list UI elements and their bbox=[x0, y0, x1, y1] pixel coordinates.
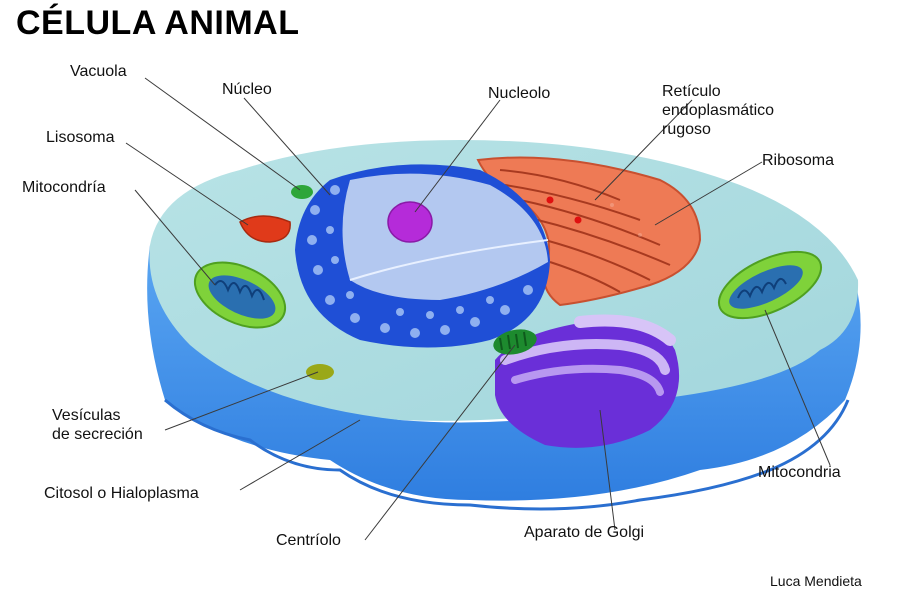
secretion-vesicle bbox=[306, 364, 334, 380]
label-vesiculas-line1: Vesículas bbox=[52, 406, 143, 425]
author-credit: Luca Mendieta bbox=[770, 572, 862, 591]
label-vesiculas: Vesículas de secreción bbox=[52, 406, 143, 444]
label-reticulo-line2: endoplasmático bbox=[662, 101, 774, 120]
label-vesiculas-line2: de secreción bbox=[52, 425, 143, 444]
label-nucleo: Núcleo bbox=[222, 80, 272, 99]
label-mitocondria-left: Mitocondría bbox=[22, 178, 106, 197]
nucleus bbox=[295, 164, 550, 347]
label-nucleolo: Nucleolo bbox=[488, 84, 550, 103]
label-mitocondria-right: Mitocondria bbox=[758, 463, 841, 482]
label-ribosoma: Ribosoma bbox=[762, 151, 834, 170]
label-golgi: Aparato de Golgi bbox=[524, 523, 644, 542]
diagram-title: CÉLULA ANIMAL bbox=[16, 4, 300, 43]
vacuole bbox=[291, 185, 313, 199]
label-vacuola: Vacuola bbox=[70, 62, 127, 81]
label-reticulo-line1: Retículo bbox=[662, 82, 774, 101]
label-citosol: Citosol o Hialoplasma bbox=[44, 484, 199, 503]
label-lisosoma: Lisosoma bbox=[46, 128, 114, 147]
label-reticulo-line3: rugoso bbox=[662, 120, 774, 139]
nucleolus bbox=[388, 202, 432, 242]
label-reticulo: Retículo endoplasmático rugoso bbox=[662, 82, 774, 139]
label-centriolo: Centríolo bbox=[276, 531, 341, 550]
